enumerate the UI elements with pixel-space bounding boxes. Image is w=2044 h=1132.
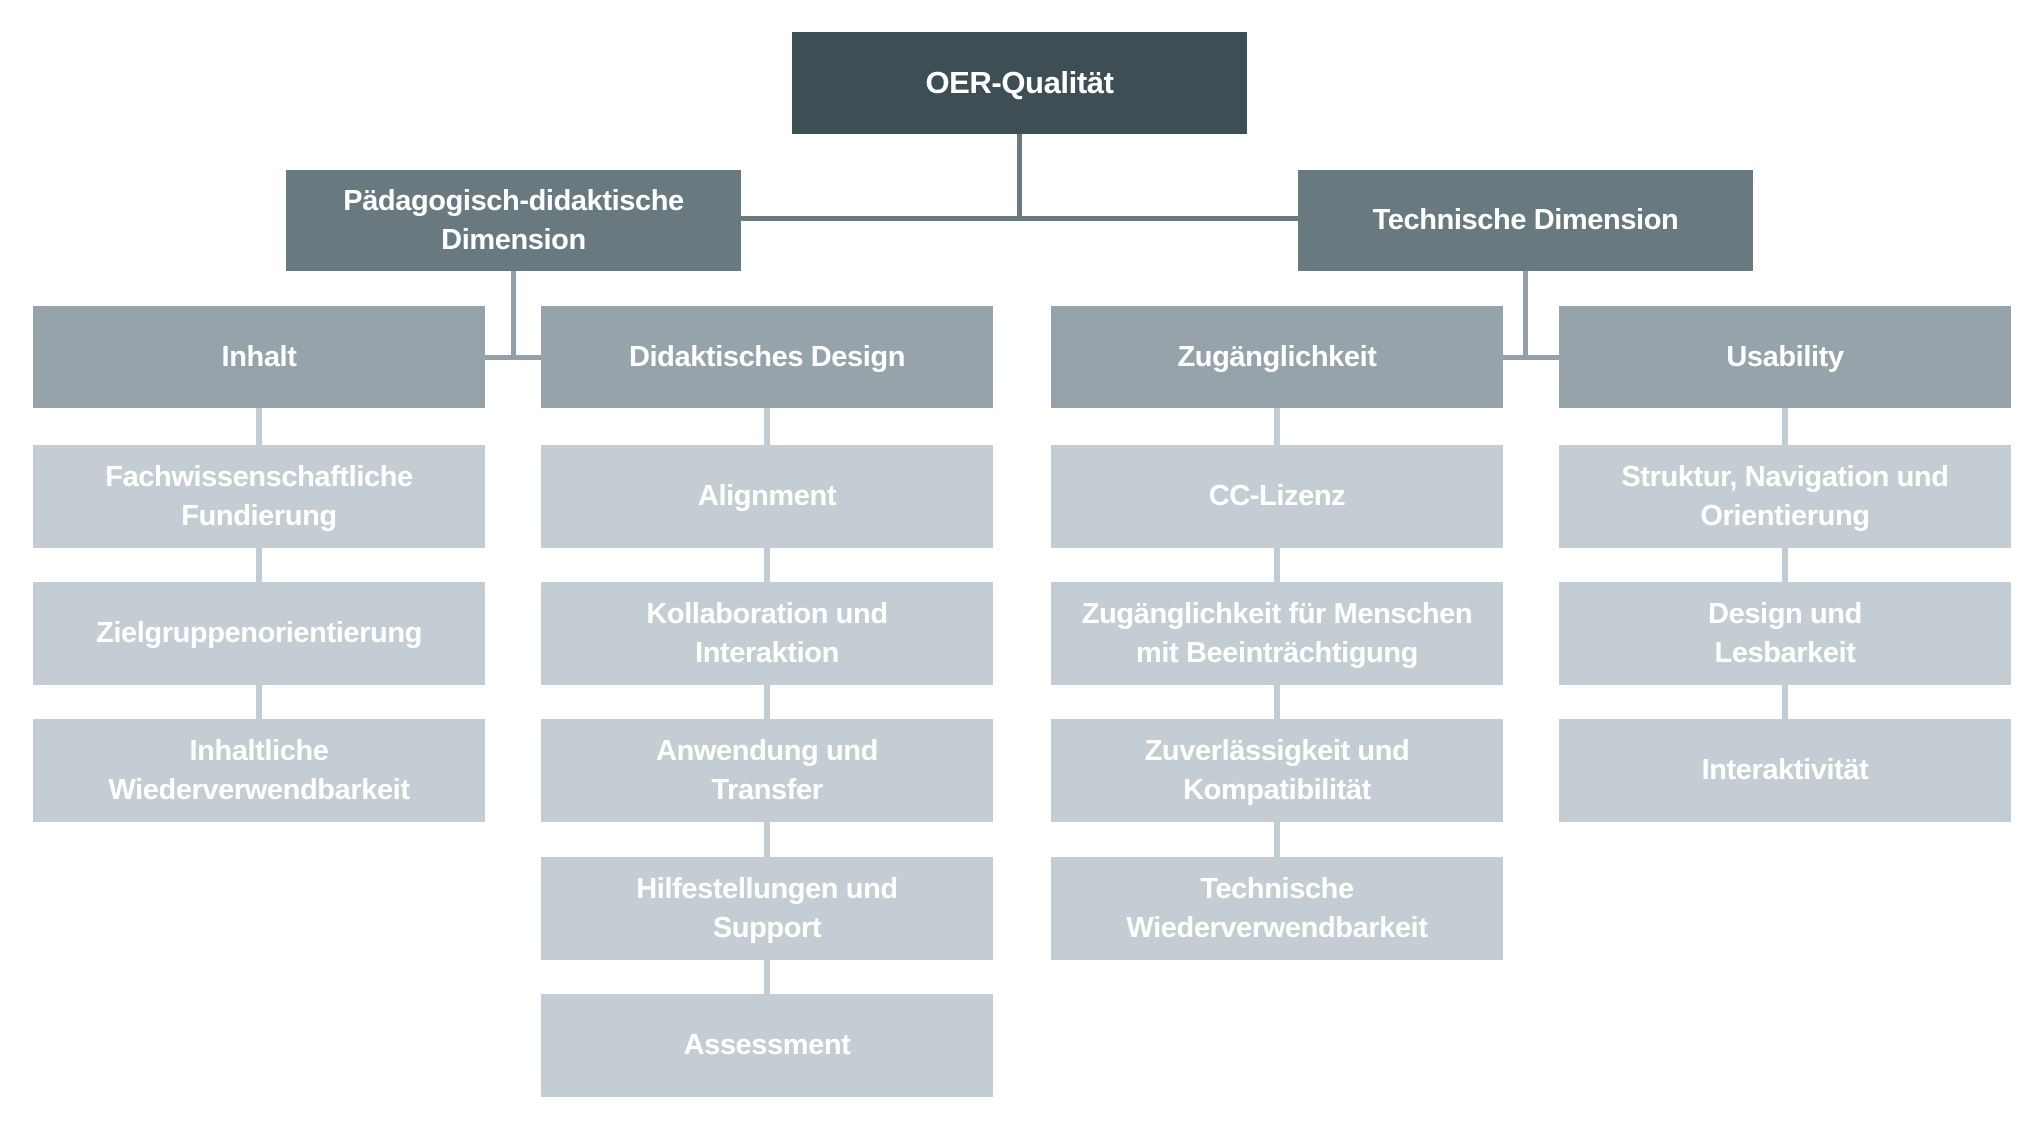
- node-technische-dimension: Technische Dimension: [1298, 170, 1753, 271]
- node-zugaenglichkeit: Zugänglichkeit: [1051, 306, 1503, 408]
- node-oer-qualitaet: OER-Qualität: [792, 32, 1247, 134]
- connector-root-drop: [1017, 130, 1022, 221]
- node-inhaltliche-wiederverwendbarkeit: Inhaltliche Wiederverwendbarkeit: [33, 719, 485, 822]
- connector-technisch-bar: [1503, 355, 1559, 360]
- connector-dimensions-bar: [741, 216, 1298, 221]
- connector-spine-usability: [1782, 408, 1788, 723]
- node-zuverlaessigkeit-und-kompatibilitaet: Zuverlässigkeit und Kompatibilität: [1051, 719, 1503, 822]
- node-interaktivitaet: Interaktivität: [1559, 719, 2011, 822]
- node-zugaenglichkeit-fuer-menschen-mit-beeintraechtigung: Zugänglichkeit für Menschen mit Beeinträ…: [1051, 582, 1503, 685]
- connector-paedagogisch-bar: [485, 355, 541, 360]
- node-assessment: Assessment: [541, 994, 993, 1097]
- connector-technisch-drop: [1523, 268, 1528, 360]
- connector-spine-didaktisches-design: [764, 408, 770, 998]
- node-struktur-navigation-und-orientierung: Struktur, Navigation und Orientierung: [1559, 445, 2011, 548]
- node-design-und-lesbarkeit: Design und Lesbarkeit: [1559, 582, 2011, 685]
- node-cc-lizenz: CC-Lizenz: [1051, 445, 1503, 548]
- node-fachwissenschaftliche-fundierung: Fachwissenschaftliche Fundierung: [33, 445, 485, 548]
- node-alignment: Alignment: [541, 445, 993, 548]
- connector-spine-inhalt: [256, 408, 262, 723]
- node-paedagogisch-didaktische-dimension: Pädagogisch-didaktische Dimension: [286, 170, 741, 271]
- node-didaktisches-design: Didaktisches Design: [541, 306, 993, 408]
- node-anwendung-und-transfer: Anwendung und Transfer: [541, 719, 993, 822]
- node-hilfestellungen-und-support: Hilfestellungen und Support: [541, 857, 993, 960]
- connector-paedagogisch-drop: [511, 268, 516, 360]
- node-technische-wiederverwendbarkeit: Technische Wiederverwendbarkeit: [1051, 857, 1503, 960]
- node-inhalt: Inhalt: [33, 306, 485, 408]
- node-kollaboration-und-interaktion: Kollaboration und Interaktion: [541, 582, 993, 685]
- node-zielgruppenorientierung: Zielgruppenorientierung: [33, 582, 485, 685]
- node-usability: Usability: [1559, 306, 2011, 408]
